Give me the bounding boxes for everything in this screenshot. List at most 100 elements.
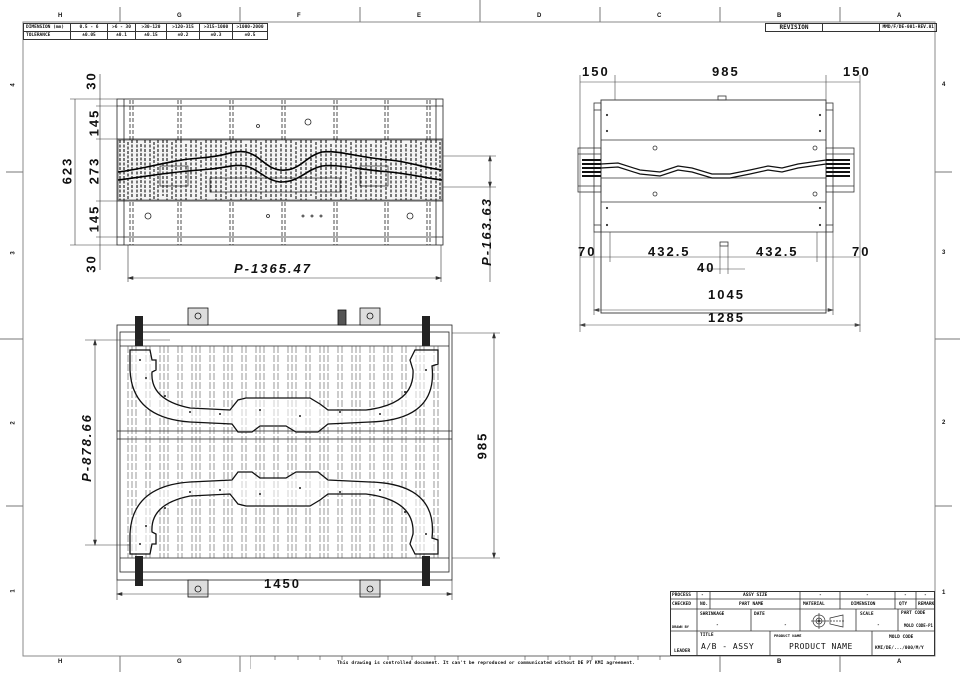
checked-label: CHECKED (672, 602, 691, 607)
column-label-g-bottom: G (177, 659, 182, 665)
dim-total-623: 623 (59, 156, 75, 185)
part-code-label: PART CODE (901, 611, 926, 616)
column-label-f: F (297, 13, 301, 19)
row1-dimension: - (866, 593, 869, 598)
row1-remark: - (924, 593, 927, 598)
product-name-label: PRODUCT NAME (774, 633, 802, 638)
row-label-2-right: 2 (942, 420, 946, 426)
part-code-value: MOLD CODE-P1 (904, 623, 933, 628)
column-label-d: D (537, 13, 542, 19)
dim-plan-bottom-1450: 1450 (264, 576, 301, 591)
column-label-h-bottom: H (58, 659, 63, 665)
dim-width-p1365: P-1365.47 (234, 261, 312, 276)
tolerance-row-label-tolerance: TOLERANCE (23, 31, 71, 40)
row2-dimension: DIMENSION (851, 602, 876, 607)
title-block-grid (670, 591, 935, 656)
title-block: PROCESS CHECKED DRAWN BY LEADER - ASSY S… (670, 591, 935, 656)
column-label-g: G (177, 13, 182, 19)
front-section-view (70, 74, 496, 282)
product-name-value: PRODUCT NAME (789, 642, 853, 651)
dim-side-1285: 1285 (708, 310, 745, 325)
leader-label: LEADER (674, 649, 691, 654)
row-label-3: 3 (10, 251, 17, 255)
date-label: DATE (754, 612, 765, 617)
row-label-3-right: 3 (942, 250, 946, 256)
dim-plan-right-985: 985 (474, 431, 490, 460)
tolerance-table: DIMENSION (mm) 0.5 - 6 >6 - 30 >30-120 >… (23, 23, 268, 40)
tolerance-range: >120-315 (166, 23, 200, 32)
dim-side-432-left: 432.5 (648, 244, 691, 259)
dim-core-273: 273 (86, 156, 102, 185)
dim-top-30: 30 (83, 71, 99, 90)
row2-material: MATERIAL (803, 602, 825, 607)
row1-qty: - (904, 593, 907, 598)
row2-no: NO. (700, 602, 709, 607)
dim-right-p163: P-163.63 (478, 197, 494, 266)
dim-top-145: 145 (86, 108, 102, 137)
date-value: - (784, 623, 787, 628)
revision-label: REVISION (765, 23, 823, 32)
tolerance-range: >315-1000 (199, 23, 233, 32)
mold-code-value: KMI/DE/.../000/M/Y (875, 646, 924, 651)
row2-remark: REMARK (918, 602, 935, 607)
row1-part-name: ASSY SIZE (743, 593, 768, 598)
row-label-1-right: 1 (942, 590, 946, 596)
dim-bottom-30: 30 (83, 254, 99, 273)
revision-value (822, 23, 880, 32)
row2-qty: QTY (899, 602, 908, 607)
tolerance-row-label-dimension: DIMENSION (mm) (23, 23, 71, 32)
first-angle-projection-icon (811, 613, 845, 629)
column-label-c: C (657, 13, 662, 19)
bottom-revision-strip (250, 655, 670, 669)
side-view (577, 75, 862, 332)
document-code: MMD/F/DE-001-REV.01 (879, 23, 937, 32)
dim-side-1045: 1045 (708, 287, 745, 302)
tolerance-range: >30-120 (135, 23, 167, 32)
column-label-b: B (777, 13, 782, 19)
column-label-b-bottom: B (777, 659, 782, 665)
plan-view (85, 307, 500, 600)
column-label-h: H (58, 13, 63, 19)
row-label-4-right: 4 (942, 82, 946, 88)
dim-side-top-985: 985 (712, 64, 740, 79)
dim-side-top-150-left: 150 (582, 64, 610, 79)
process-label: PROCESS (672, 593, 691, 598)
tolerance-value: ±0.3 (199, 31, 233, 40)
row2-part-name: PART NAME (739, 602, 764, 607)
dim-side-40: 40 (697, 260, 716, 275)
title-label: TITLE (700, 633, 714, 638)
parting-line-profile (600, 159, 827, 179)
drawn-by-label: DRAWN BY (672, 625, 689, 629)
dim-side-top-150-right: 150 (843, 64, 871, 79)
dim-side-70-left: 70 (578, 244, 597, 259)
row-label-4: 4 (10, 83, 17, 87)
dim-plan-left-p878: P-878.66 (78, 413, 94, 482)
scale-label: SCALE (860, 612, 874, 617)
tolerance-value: ±0.15 (135, 31, 167, 40)
tolerance-value: ±0.2 (166, 31, 200, 40)
dim-side-432-right: 432.5 (756, 244, 799, 259)
tolerance-range: >6 - 30 (107, 23, 136, 32)
title-value: A/B - ASSY (701, 642, 755, 651)
mold-code-label: MOLD CODE (889, 635, 914, 640)
column-label-a-bottom: A (897, 659, 902, 665)
tolerance-range: 0.5 - 6 (70, 23, 108, 32)
tolerance-value: ±0.5 (232, 31, 268, 40)
row-label-1: 1 (10, 589, 17, 593)
row-label-2: 2 (10, 421, 17, 425)
scale-value: - (877, 623, 880, 628)
tolerance-value: ±0.1 (107, 31, 136, 40)
cavity-core-band (117, 139, 443, 201)
tolerance-value: ±0.05 (70, 31, 108, 40)
controlled-document-notice: This drawing is controlled document. It … (337, 661, 636, 666)
row1-no: - (701, 593, 704, 598)
column-label-a: A (897, 13, 902, 19)
dim-bottom-145: 145 (86, 204, 102, 233)
row1-material: - (819, 593, 822, 598)
shrinkage-value: - (716, 623, 719, 628)
shrinkage-label: SHRINKAGE (700, 612, 725, 617)
column-label-e: E (417, 13, 422, 19)
revision-block: REVISION MMD/F/DE-001-REV.01 (765, 23, 937, 32)
tolerance-range: >1000-2000 (232, 23, 268, 32)
